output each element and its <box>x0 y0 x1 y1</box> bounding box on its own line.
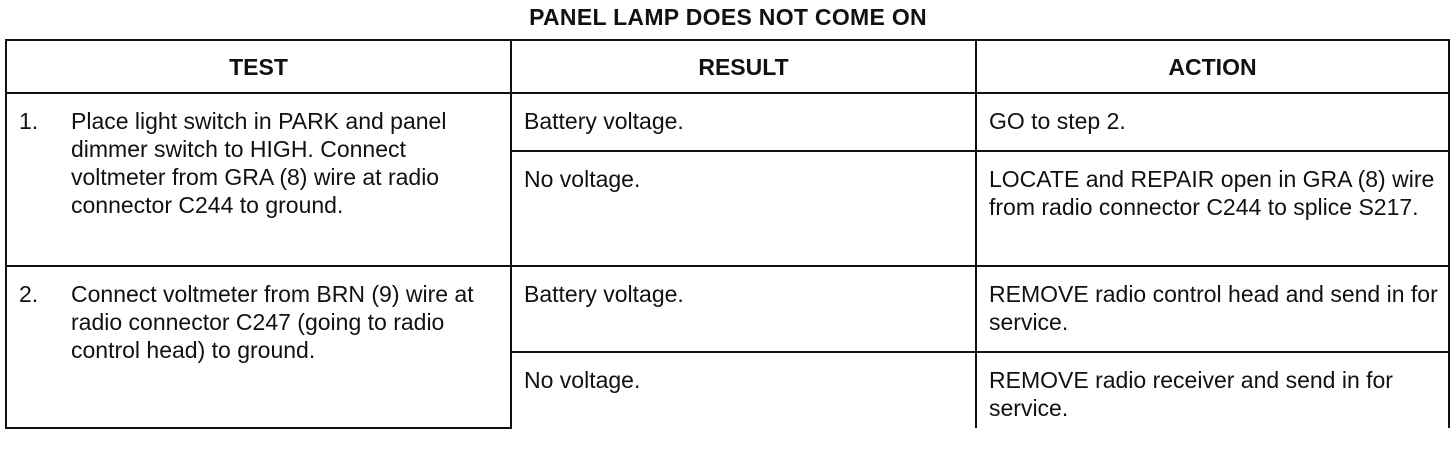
header-result: RESULT <box>510 39 977 94</box>
header-test: TEST <box>5 39 512 94</box>
action-cell: LOCATE and REPAIR open in GRA (8) wire f… <box>975 150 1450 267</box>
action-cell: GO to step 2. <box>975 92 1450 152</box>
table-row: No voltage. REMOVE radio receiver and se… <box>6 351 1450 428</box>
table-row: 1. Place light switch in PARK and panel … <box>5 92 1450 267</box>
result-cell: No voltage. <box>510 150 977 267</box>
header-action: ACTION <box>975 39 1450 94</box>
step-test-text: Place light switch in PARK and panel dim… <box>71 108 447 218</box>
table-row: 2. Connect voltmeter from BRN (9) wire a… <box>5 265 1450 429</box>
header-row: TEST RESULT ACTION <box>5 39 1450 94</box>
action-cell: REMOVE radio receiver and send in for se… <box>975 351 1450 428</box>
test-cell-step-1: 1. Place light switch in PARK and panel … <box>5 92 512 267</box>
test-cell-step-2: 2. Connect voltmeter from BRN (9) wire a… <box>5 265 512 429</box>
page-title: PANEL LAMP DOES NOT COME ON <box>529 4 927 30</box>
result-cell: Battery voltage. <box>510 92 977 152</box>
step-number: 1. <box>19 108 39 134</box>
step-test-text: Connect voltmeter from BRN (9) wire at r… <box>71 281 474 363</box>
action-cell: REMOVE radio control head and send in fo… <box>975 265 1450 353</box>
diagnostic-table: TEST RESULT ACTION 1. Place light switch… <box>5 39 1450 429</box>
step-number: 2. <box>19 281 39 307</box>
result-cell: Battery voltage. <box>510 265 977 353</box>
result-cell: No voltage. <box>510 351 977 428</box>
table-row: No voltage. LOCATE and REPAIR open in GR… <box>6 150 1450 267</box>
